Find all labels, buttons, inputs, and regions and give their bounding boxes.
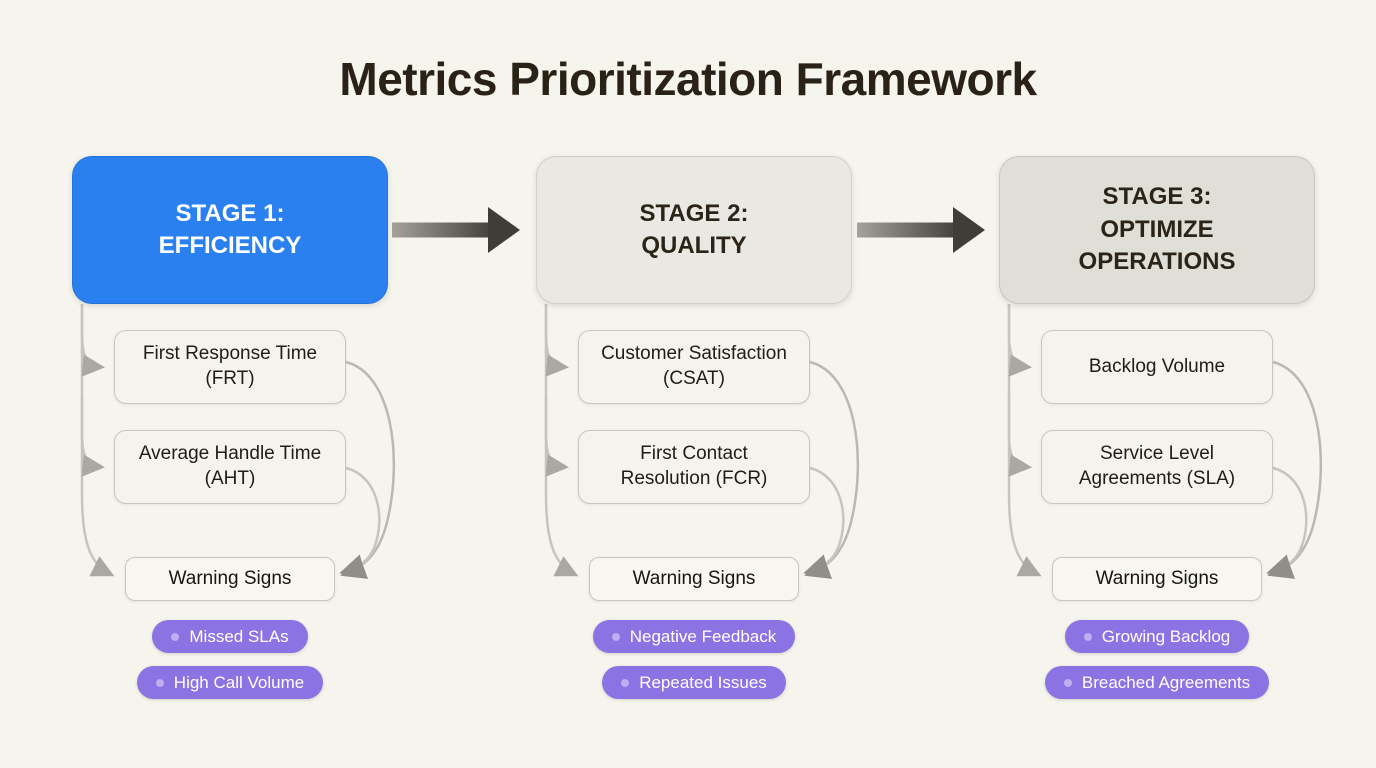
metric-box: First Contact Resolution (FCR) (578, 430, 810, 504)
bullet-dot-icon (171, 632, 180, 641)
metric-box: Service Level Agreements (SLA) (1041, 430, 1273, 504)
pill-label: Breached Agreements (1081, 672, 1251, 692)
connector-lines (80, 304, 396, 579)
warning-signs-box: Warning Signs (1052, 557, 1262, 601)
bullet-dot-icon (155, 678, 164, 687)
bullet-dot-icon (611, 632, 620, 641)
warning-pill: High Call Volume (136, 666, 324, 699)
connector-lines (544, 304, 860, 579)
warning-pill: Missed SLAs (152, 620, 308, 653)
stage-column-2: STAGE 2: QUALITY Customer Satisfaction (… (504, 156, 884, 716)
bullet-dot-icon (1083, 632, 1092, 641)
warning-pill: Negative Feedback (592, 620, 796, 653)
stage-box-2: STAGE 2: QUALITY (536, 156, 852, 304)
connector-lines (1007, 304, 1323, 579)
metric-box: Customer Satisfaction (CSAT) (578, 330, 810, 404)
metric-box: Backlog Volume (1041, 330, 1273, 404)
metric-box: First Response Time (FRT) (114, 330, 346, 404)
stage-column-3: STAGE 3: OPTIMIZE OPERATIONS Backlog Vol… (967, 156, 1347, 716)
stage-box-1: STAGE 1: EFFICIENCY (72, 156, 388, 304)
warning-pill: Breached Agreements (1044, 666, 1270, 699)
bullet-dot-icon (1063, 678, 1072, 687)
pill-label: Negative Feedback (629, 626, 777, 646)
pill-label: Repeated Issues (639, 672, 767, 692)
page-title: Metrics Prioritization Framework (339, 53, 1037, 105)
arrow-right-icon (857, 207, 985, 253)
bullet-dot-icon (621, 678, 630, 687)
warning-signs-box: Warning Signs (125, 557, 335, 601)
metric-box: Average Handle Time (AHT) (114, 430, 346, 504)
arrow-right-icon (392, 207, 520, 253)
warning-signs-box: Warning Signs (589, 557, 799, 601)
pill-label: High Call Volume (173, 672, 305, 692)
warning-pill: Repeated Issues (602, 666, 786, 699)
warning-pill: Growing Backlog (1064, 620, 1250, 653)
stage-box-3: STAGE 3: OPTIMIZE OPERATIONS (999, 156, 1315, 304)
pill-label: Growing Backlog (1101, 626, 1231, 646)
stage-column-1: STAGE 1: EFFICIENCY First Response Time … (40, 156, 420, 716)
pill-label: Missed SLAs (189, 626, 289, 646)
